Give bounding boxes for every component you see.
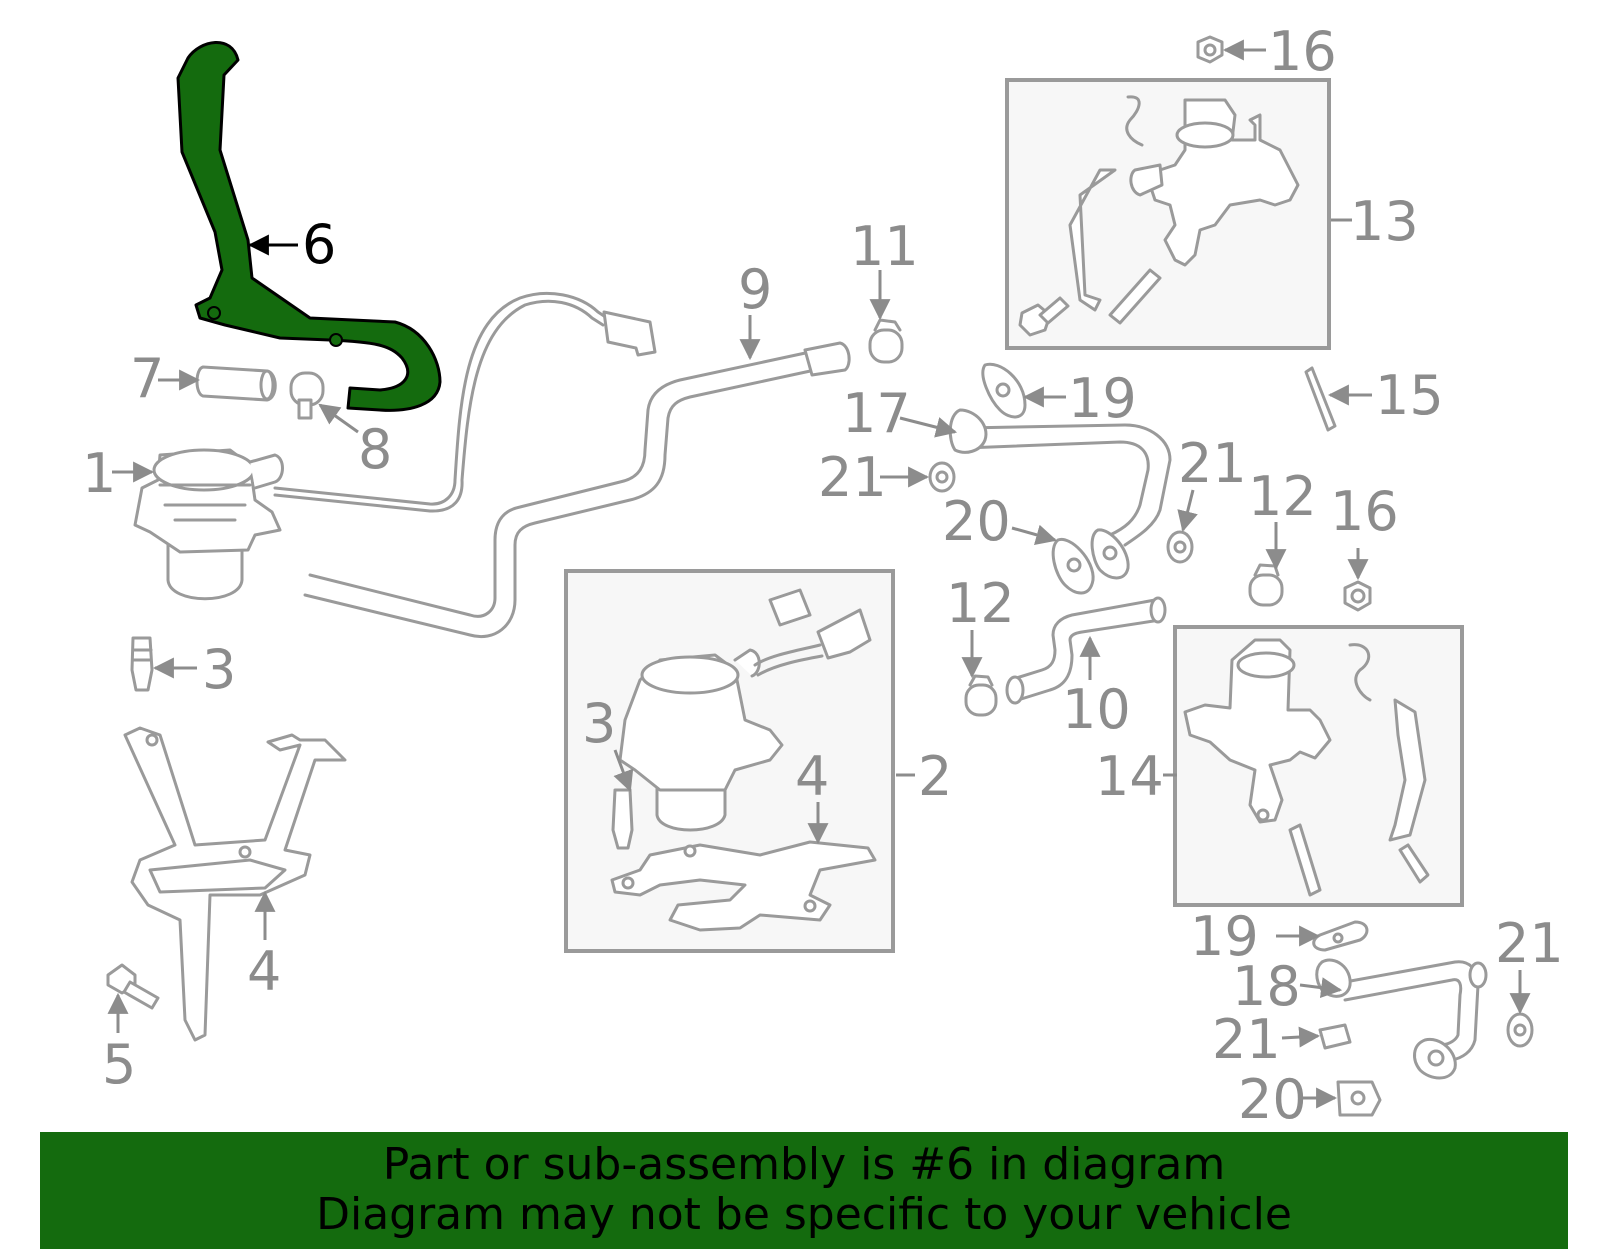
callout-13[interactable]: 13 [1350, 190, 1419, 253]
callout-21-a[interactable]: 21 [818, 446, 887, 509]
callout-8[interactable]: 8 [358, 418, 392, 481]
part-21-nut-a[interactable] [928, 461, 956, 493]
part-11-clamp[interactable] [868, 318, 904, 364]
part-9-hose-assembly[interactable] [273, 291, 851, 638]
callout-5[interactable]: 5 [102, 1033, 136, 1096]
callout-14[interactable]: 14 [1095, 745, 1164, 808]
callout-4-box[interactable]: 4 [795, 745, 829, 808]
part-17-air-pipe[interactable] [948, 408, 1172, 547]
callout-10[interactable]: 10 [1062, 678, 1131, 741]
callout-21-d[interactable]: 21 [1495, 912, 1564, 975]
callout-21-c[interactable]: 21 [1212, 1008, 1281, 1071]
part-10-hose[interactable] [1005, 596, 1167, 705]
part-5-bolt[interactable] [106, 963, 160, 1010]
part-12-clamp-right[interactable] [1248, 563, 1284, 607]
callout-2[interactable]: 2 [918, 745, 952, 808]
part-16-nut-top[interactable] [1196, 35, 1224, 64]
callout-3[interactable]: 3 [202, 638, 236, 701]
part-12-clamp-left[interactable] [964, 674, 998, 717]
leader-lines [107, 39, 1531, 1109]
part-13-valve-assembly[interactable] [1018, 95, 1300, 337]
callout-18[interactable]: 18 [1232, 955, 1301, 1018]
callout-15[interactable]: 15 [1375, 364, 1444, 427]
part-19-gasket-upper[interactable] [981, 362, 1027, 419]
part-8-clamp[interactable] [289, 371, 325, 420]
banner-line-1: Part or sub-assembly is #6 in diagram [382, 1139, 1226, 1190]
callout-21-b[interactable]: 21 [1178, 432, 1247, 495]
part-7-hose[interactable] [195, 365, 277, 402]
callout-19-lower[interactable]: 19 [1190, 905, 1259, 968]
callout-19-upper[interactable]: 19 [1068, 367, 1137, 430]
callout-4[interactable]: 4 [247, 940, 281, 1003]
part-14-valve-assembly[interactable] [1183, 638, 1430, 897]
callout-11[interactable]: 11 [850, 215, 919, 278]
callout-16-top[interactable]: 16 [1268, 20, 1337, 83]
part-6-air-hose-highlighted[interactable] [176, 41, 442, 412]
part-21-nut-b[interactable] [1166, 530, 1194, 564]
callout-20-upper[interactable]: 20 [942, 490, 1011, 553]
part-19-gasket-lower[interactable] [1312, 920, 1369, 952]
part-20-gasket-lower[interactable] [1336, 1080, 1382, 1117]
part-21-nut-d[interactable] [1506, 1012, 1534, 1048]
part-16-nut-right[interactable] [1343, 580, 1372, 612]
part-4-bracket[interactable] [123, 726, 347, 1042]
part-20-gasket-upper[interactable] [1051, 528, 1130, 595]
callout-16-right[interactable]: 16 [1330, 480, 1399, 543]
part-2-pump-assembly[interactable] [610, 588, 877, 932]
callout-6[interactable]: 6 [302, 213, 336, 276]
callout-12-left[interactable]: 12 [946, 572, 1015, 635]
callout-12-right[interactable]: 12 [1248, 465, 1317, 528]
callout-3-box[interactable]: 3 [582, 692, 616, 755]
part-1-air-pump[interactable] [133, 448, 284, 601]
callout-20-lower[interactable]: 20 [1238, 1068, 1307, 1131]
part-21-nut-c[interactable] [1318, 1023, 1352, 1050]
banner-line-2: Diagram may not be specific to your vehi… [316, 1189, 1292, 1240]
callout-17[interactable]: 17 [842, 382, 911, 445]
callout-labels: 6 7 8 1 3 4 5 9 11 16 13 15 19 17 21 21 … [82, 20, 1564, 1131]
info-banner: Part or sub-assembly is #6 in diagram Di… [40, 1132, 1568, 1249]
callout-7[interactable]: 7 [130, 347, 164, 410]
part-15-pin[interactable] [1304, 366, 1337, 432]
callout-1[interactable]: 1 [82, 442, 116, 505]
callout-9[interactable]: 9 [738, 258, 772, 321]
part-18-air-pipe[interactable] [1315, 958, 1488, 1080]
part-3-sensor[interactable] [130, 636, 154, 692]
